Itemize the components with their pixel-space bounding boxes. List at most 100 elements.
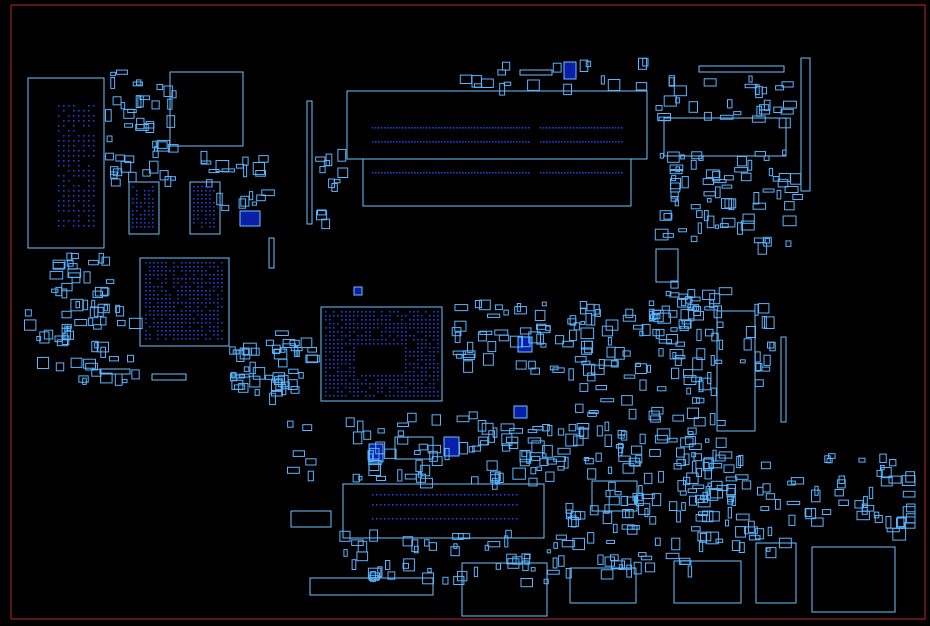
passive-component-413 <box>691 397 700 404</box>
pad <box>58 105 60 107</box>
chipset-bga[interactable] <box>320 306 443 402</box>
top-left-ic[interactable] <box>169 71 244 147</box>
pin <box>465 127 467 129</box>
passive-component-152 <box>238 373 250 378</box>
pad <box>193 290 195 292</box>
bottom-connector[interactable] <box>342 483 545 539</box>
pad <box>221 270 223 272</box>
pad <box>83 205 85 207</box>
passive-component-437 <box>646 364 652 373</box>
slot-connector-bottom[interactable] <box>362 158 632 207</box>
pad <box>365 383 367 385</box>
passive-component-403 <box>656 428 671 441</box>
usb-port-a[interactable] <box>461 562 548 617</box>
pad <box>325 383 327 385</box>
passive-component-76 <box>82 377 87 385</box>
pad <box>361 339 363 341</box>
pad <box>169 310 171 312</box>
strip-b[interactable] <box>519 69 553 76</box>
pad <box>385 323 387 325</box>
pad <box>169 334 171 336</box>
pad <box>68 165 70 167</box>
highlight-2[interactable] <box>239 210 261 227</box>
pad <box>421 355 423 357</box>
passive-component-88 <box>109 356 119 362</box>
pad <box>68 145 70 147</box>
memory-chip-a[interactable] <box>128 181 160 235</box>
passive-component-445 <box>586 303 595 312</box>
passive-component-32 <box>116 69 128 75</box>
passive-component-684 <box>692 484 705 489</box>
passive-component-596 <box>668 501 678 512</box>
pin <box>512 518 514 520</box>
bottom-left-strip[interactable] <box>309 577 434 596</box>
right-vertical-connector[interactable] <box>716 310 756 432</box>
right-vertical-slim[interactable] <box>780 336 787 423</box>
vertical-slim-left[interactable] <box>306 100 313 225</box>
highlight-7[interactable] <box>353 286 363 296</box>
passive-component-569 <box>472 445 482 452</box>
usb-port-c[interactable] <box>673 560 742 604</box>
pad <box>169 314 171 316</box>
pin <box>462 141 464 143</box>
pad <box>393 379 395 381</box>
passive-component-41 <box>167 144 179 153</box>
cpu-bga[interactable] <box>139 257 230 347</box>
passive-component-822 <box>567 517 579 527</box>
pad <box>397 395 399 397</box>
passive-component-248 <box>790 173 802 185</box>
top-strip[interactable] <box>698 65 785 73</box>
pad <box>409 351 411 353</box>
mid-box[interactable] <box>394 436 434 460</box>
memory-chip-b[interactable] <box>189 181 221 235</box>
left-strip-small[interactable] <box>290 510 332 528</box>
pin <box>555 172 557 174</box>
pin <box>480 504 482 506</box>
highlight-4[interactable] <box>513 405 528 419</box>
vertical-slim-mid[interactable] <box>268 237 275 269</box>
pin <box>579 172 581 174</box>
passive-component-270 <box>690 159 697 170</box>
passive-component-48 <box>75 301 80 309</box>
pad <box>149 306 151 308</box>
pad <box>425 395 427 397</box>
jack-a[interactable] <box>755 542 797 604</box>
passive-component-781 <box>403 558 415 572</box>
passive-component-185 <box>325 153 333 167</box>
pin <box>384 504 386 506</box>
pin <box>375 172 377 174</box>
passive-component-769 <box>377 566 383 578</box>
usb-port-b[interactable] <box>569 567 637 604</box>
passive-component-474 <box>567 318 577 325</box>
jack-b[interactable] <box>811 546 896 613</box>
pin <box>512 494 514 496</box>
slot-connector-top[interactable] <box>346 90 648 160</box>
pad <box>373 315 375 317</box>
pad <box>357 335 359 337</box>
pad <box>337 351 339 353</box>
pin <box>468 141 470 143</box>
passive-component-765 <box>411 539 419 553</box>
pin <box>432 504 434 506</box>
pad <box>437 335 439 337</box>
right-top-connector[interactable] <box>663 117 787 157</box>
pad <box>161 334 163 336</box>
pin <box>462 172 464 174</box>
pad <box>437 395 439 397</box>
pad <box>169 298 171 300</box>
passive-component-358 <box>454 331 461 343</box>
pad <box>145 318 147 320</box>
passive-component-397 <box>686 387 692 395</box>
left-connector[interactable] <box>27 77 105 249</box>
highlight-6[interactable] <box>443 436 460 457</box>
bottom-left-ic[interactable] <box>151 373 187 381</box>
pad <box>73 175 75 177</box>
pin <box>477 127 479 129</box>
highlight-1[interactable] <box>563 61 577 80</box>
pad <box>337 339 339 341</box>
pad <box>169 294 171 296</box>
mid-right-ic[interactable] <box>591 480 638 512</box>
right-mid-chip[interactable] <box>655 248 679 283</box>
right-vertical-bar[interactable] <box>800 57 811 192</box>
